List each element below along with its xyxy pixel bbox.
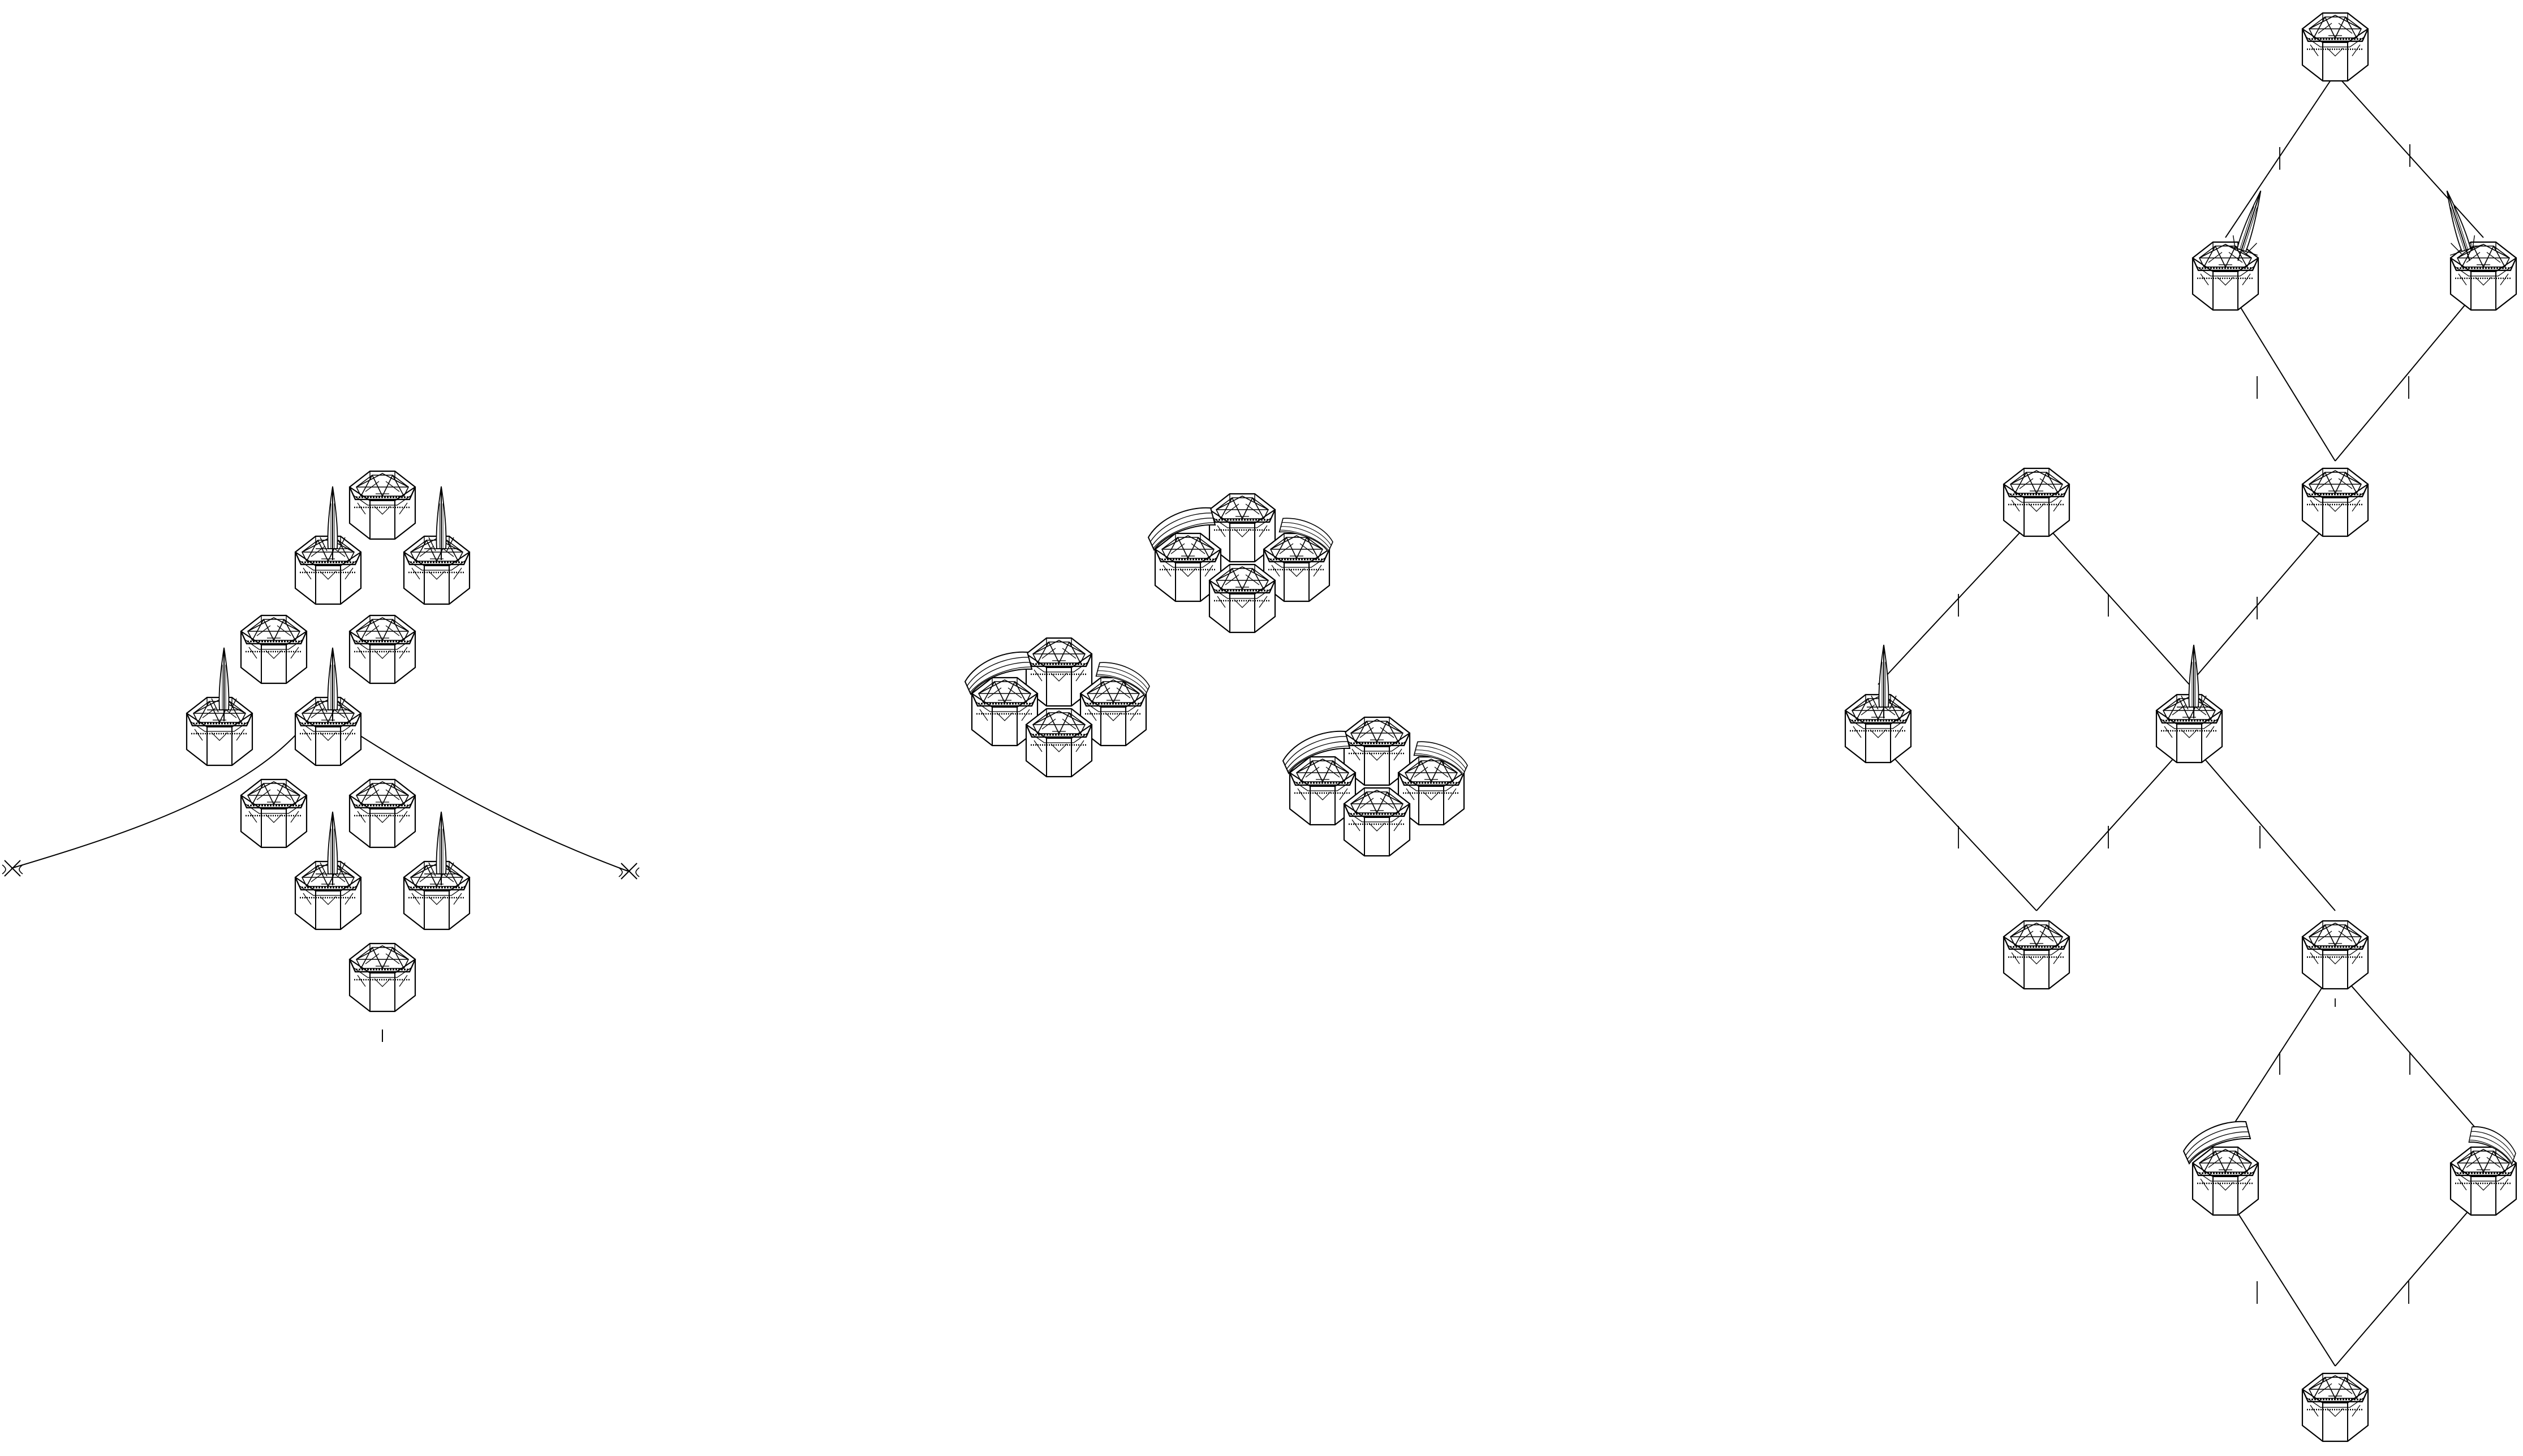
hex-module xyxy=(348,778,416,848)
fin-sail-icon xyxy=(424,486,459,561)
hex-triad xyxy=(965,637,1150,778)
hex-module xyxy=(2003,467,2070,537)
hex-module xyxy=(1208,563,1276,634)
tether-droppers xyxy=(1958,144,2410,1431)
mooring-line-right xyxy=(350,729,628,872)
mooring-line-left xyxy=(11,723,306,869)
anchor-icon xyxy=(618,863,640,880)
hex-module xyxy=(2301,12,2369,82)
anchor-icon xyxy=(2,860,23,877)
fin-sail-icon xyxy=(206,647,242,722)
hex-module xyxy=(240,778,308,848)
fin-sail-icon xyxy=(315,811,350,886)
hex-module xyxy=(1343,787,1411,857)
hex-module xyxy=(2003,920,2070,990)
tether-lines xyxy=(1878,73,2484,1367)
fin-sail-icon xyxy=(1866,644,1901,719)
diamond-lattice-group xyxy=(1844,12,2517,1442)
hex-triad xyxy=(1282,716,1468,857)
hex-module xyxy=(2301,1372,2369,1442)
hex-module xyxy=(1844,693,1912,764)
hex-module xyxy=(348,942,416,1013)
hex-module xyxy=(240,614,308,684)
hex-module xyxy=(2192,1146,2259,1216)
fin-sail-icon xyxy=(315,647,350,722)
hex-module xyxy=(348,470,416,540)
hex-module xyxy=(1025,708,1093,778)
fin-sail-icon xyxy=(424,811,459,886)
hex-module xyxy=(348,614,416,684)
hex-module xyxy=(2301,920,2369,990)
hex-triad-group xyxy=(965,493,1468,857)
fin-sail-icon xyxy=(2176,644,2211,719)
fin-sail-icon xyxy=(315,486,350,561)
hex-module xyxy=(2301,467,2369,537)
hex-triad xyxy=(1148,493,1333,634)
hex-cluster-group xyxy=(2,470,640,1042)
